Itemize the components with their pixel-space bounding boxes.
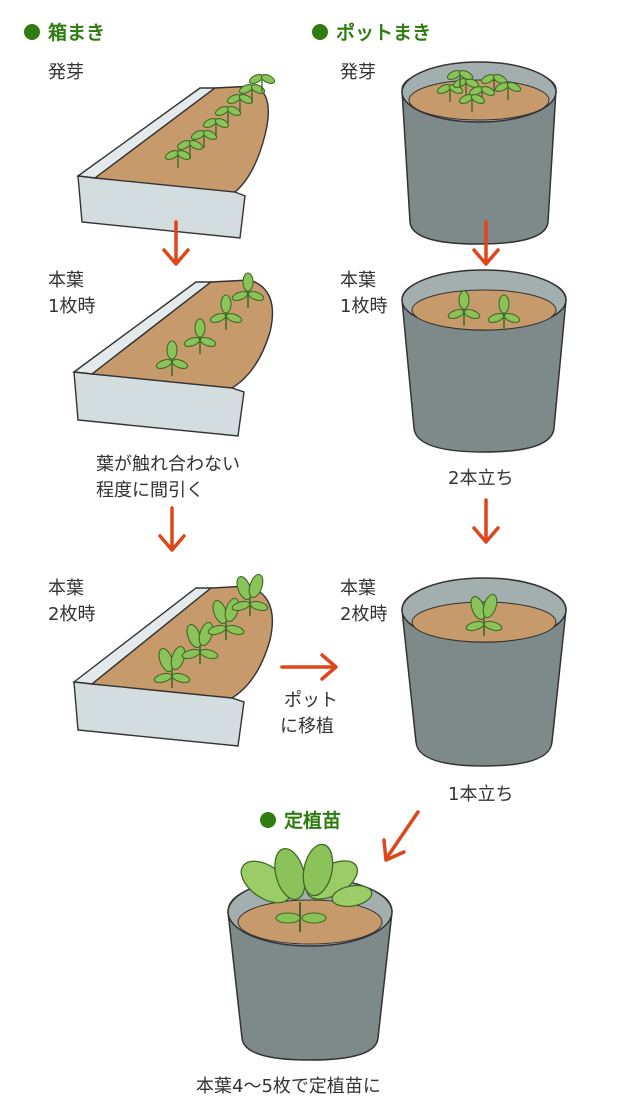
arrow-down-icon bbox=[472, 498, 500, 544]
arrow-down-icon bbox=[158, 506, 186, 552]
pot-germination-label: 発芽 bbox=[340, 62, 376, 83]
header-final-seedling: 定植苗 bbox=[260, 806, 341, 833]
box-stage1-label-line1: 本葉 bbox=[48, 270, 84, 291]
header-pot-sowing: ポットまき bbox=[312, 18, 431, 45]
box-stage1-label-line2: 1枚時 bbox=[48, 296, 96, 317]
final-caption: 本葉4〜5枚で定植苗に bbox=[196, 1076, 381, 1097]
seed-tray-second-leaf bbox=[72, 571, 274, 747]
arrow-right-icon bbox=[280, 653, 338, 681]
seed-tray-germination bbox=[76, 72, 277, 239]
thinning-note-line1: 葉が触れ合わない bbox=[96, 454, 240, 475]
pot-stage2-label-line2: 2枚時 bbox=[340, 604, 388, 625]
pot-stage2-label-line1: 本葉 bbox=[340, 578, 376, 599]
final-pot bbox=[227, 843, 393, 1061]
pot-stage1-label-line2: 1枚時 bbox=[340, 296, 388, 317]
transplant-note-line1: ポット bbox=[284, 690, 338, 711]
one-plant-label: 1本立ち bbox=[448, 784, 514, 805]
pot-second-leaf bbox=[401, 577, 567, 767]
arrow-diagonal-icon bbox=[382, 810, 420, 862]
box-stage2-label-line1: 本葉 bbox=[48, 578, 84, 599]
seed-tray-first-leaf bbox=[72, 272, 274, 437]
box-stage2-label-line2: 2枚時 bbox=[48, 604, 96, 625]
pot-first-leaf bbox=[401, 269, 567, 453]
pot-stage1-label-line1: 本葉 bbox=[340, 270, 376, 291]
header-box-sowing: 箱まき bbox=[24, 18, 105, 45]
pot-germination bbox=[401, 61, 557, 245]
header-pot-label: ポットまき bbox=[336, 22, 432, 44]
box-germination-label: 発芽 bbox=[48, 62, 84, 83]
thinning-note-line2: 程度に間引く bbox=[96, 480, 204, 501]
header-box-label: 箱まき bbox=[48, 22, 106, 44]
transplant-note-line2: に移植 bbox=[280, 716, 334, 737]
two-plants-label: 2本立ち bbox=[448, 468, 514, 489]
bullet-icon bbox=[260, 811, 276, 828]
header-final-label: 定植苗 bbox=[284, 810, 342, 832]
bullet-icon bbox=[24, 23, 40, 40]
bullet-icon bbox=[312, 23, 328, 40]
